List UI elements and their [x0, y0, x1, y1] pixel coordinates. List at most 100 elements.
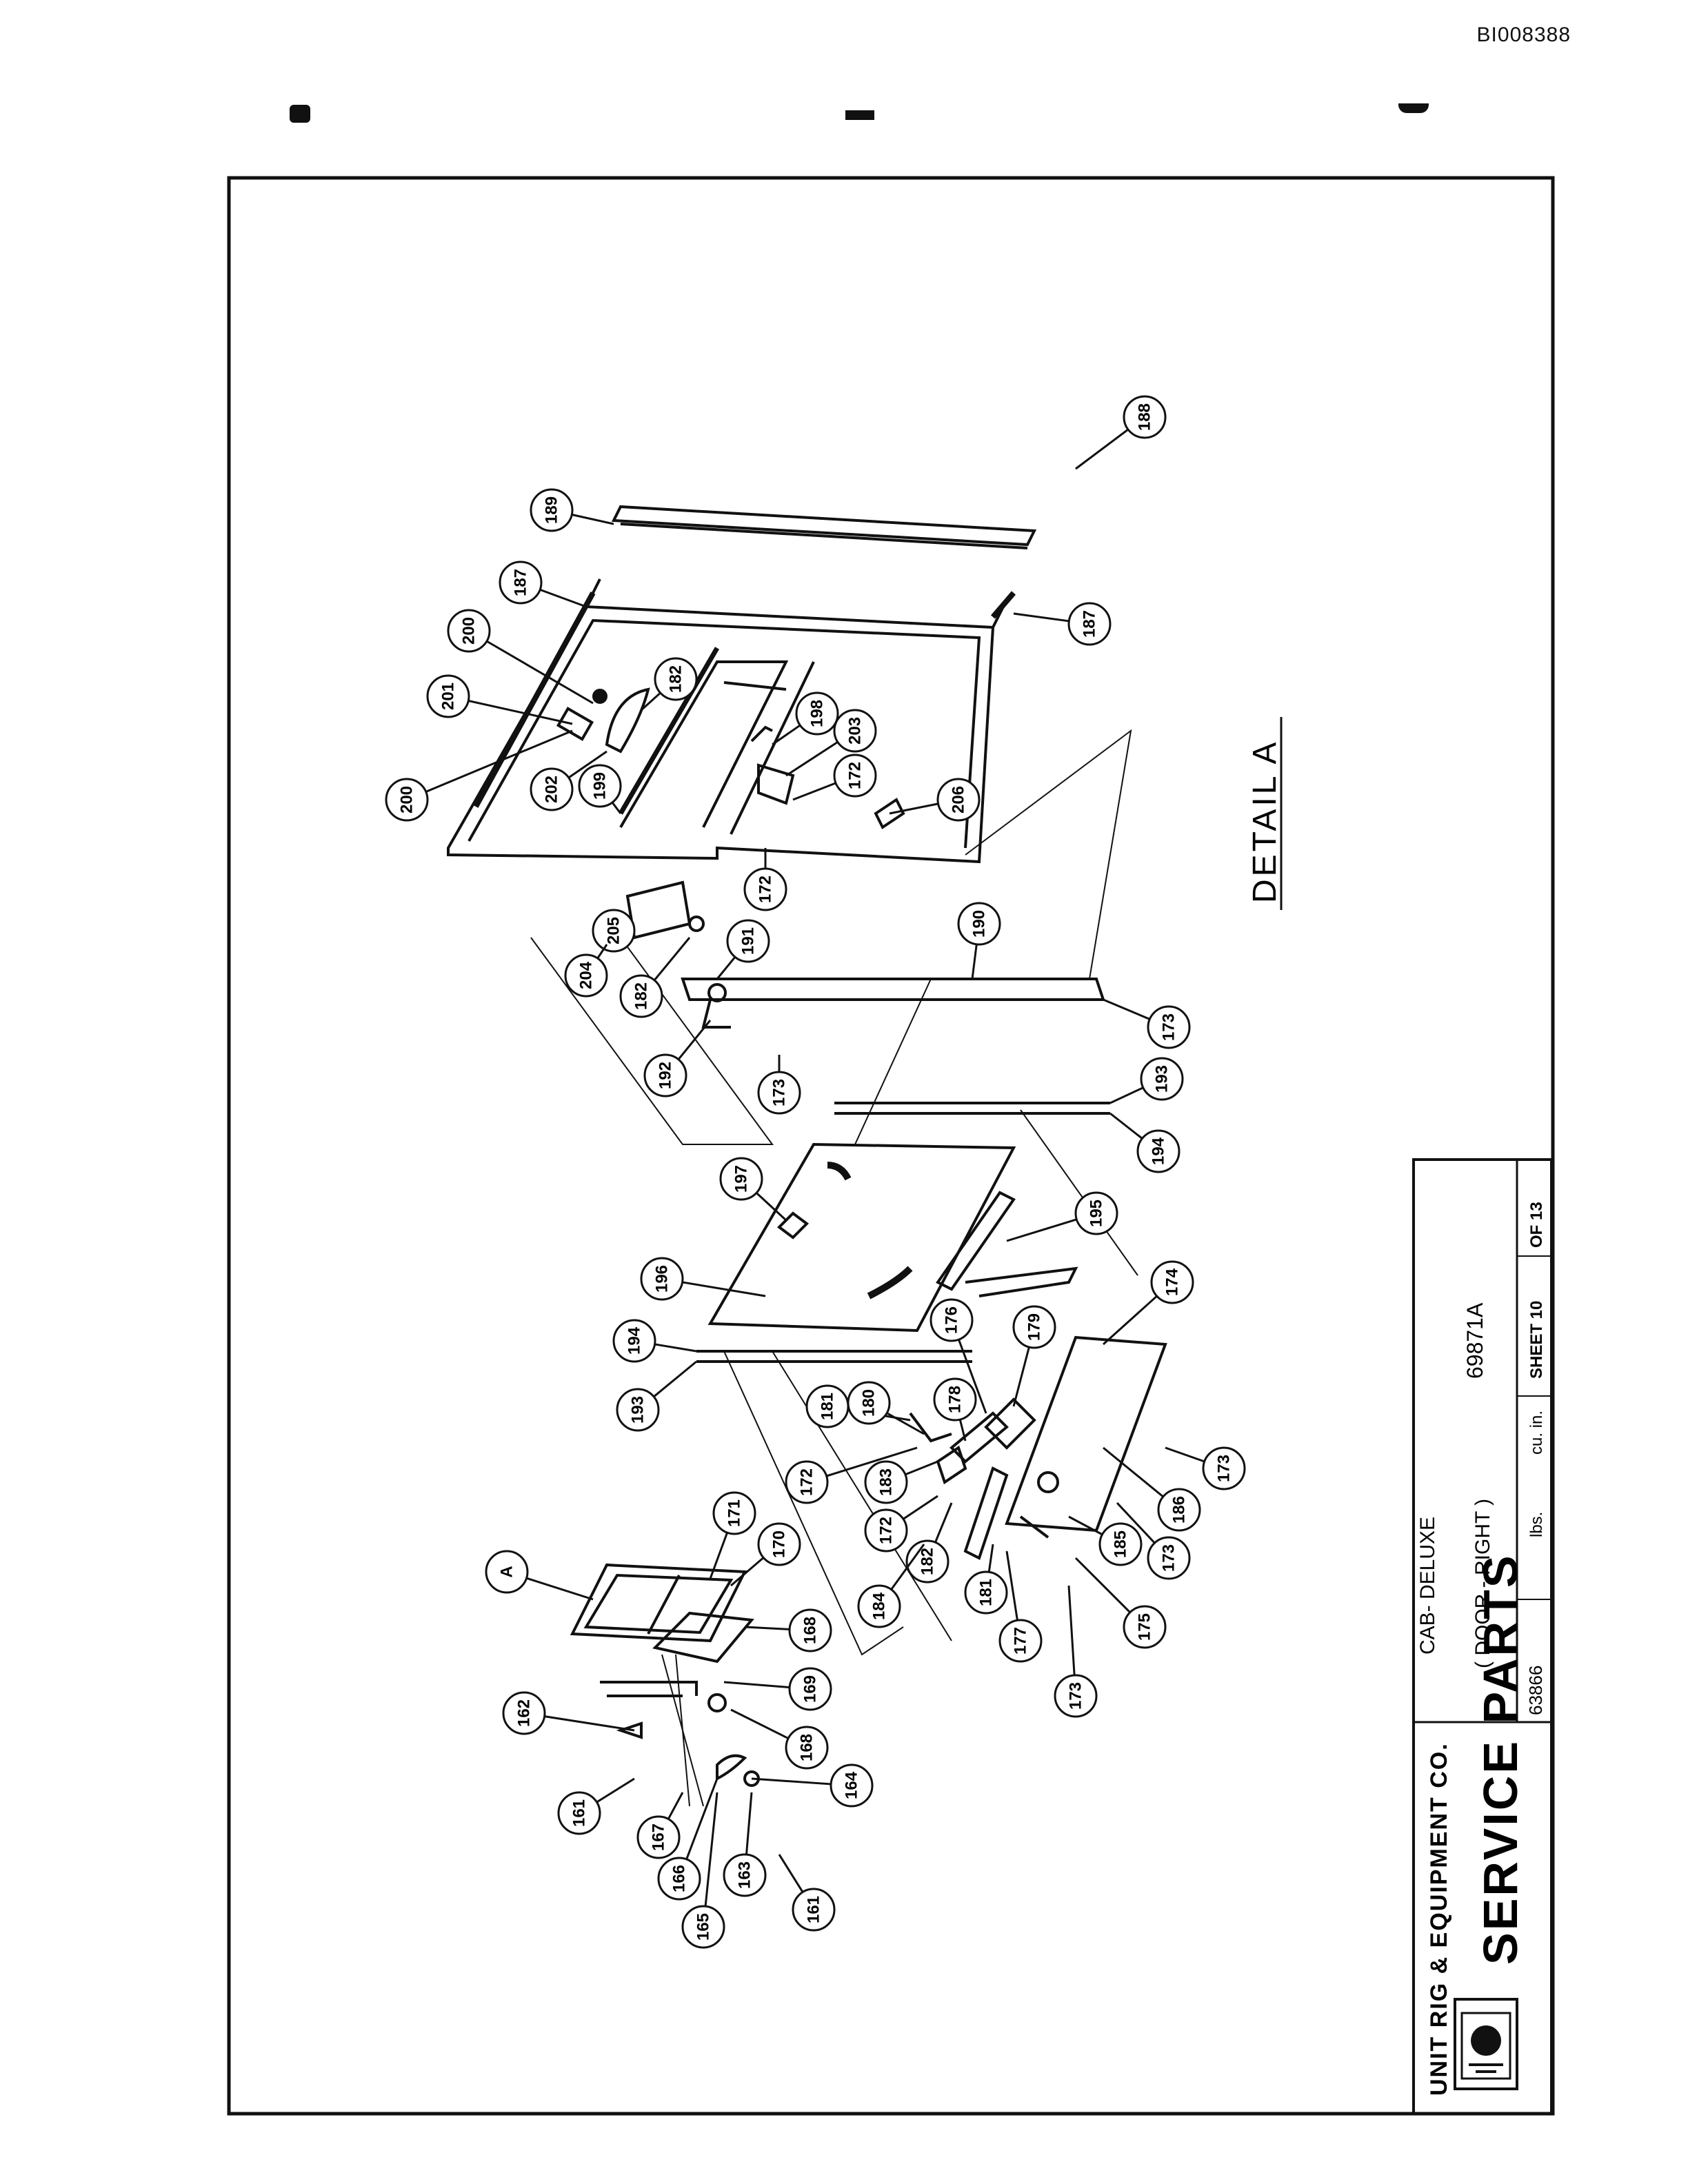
callout-181: 181 [964, 1544, 1008, 1615]
leader-line [1075, 428, 1129, 470]
callout-bubble [426, 674, 470, 718]
punch-mark-right [1398, 103, 1429, 113]
leader-line [539, 588, 587, 608]
callout-number: 197 [732, 1165, 751, 1193]
company-name: UNIT RIG & EQUIPMENT CO. [1426, 1742, 1452, 2096]
callout-bubble [1123, 395, 1167, 439]
callout-bubble [1054, 1674, 1098, 1718]
callout-number: 175 [1136, 1613, 1154, 1641]
door-assembly-drawing [447, 505, 1167, 1807]
callout-number: 173 [1160, 1544, 1178, 1572]
leader-line [1103, 998, 1150, 1020]
callout-number: 196 [653, 1265, 672, 1293]
callout-197: 197 [719, 1157, 787, 1222]
callout-number: 201 [439, 682, 458, 710]
callout-bubble [788, 1608, 832, 1652]
callout-bubble [833, 709, 877, 753]
leader-line [751, 1777, 832, 1786]
callout-number: 198 [808, 700, 827, 727]
callout-number: 166 [670, 1865, 689, 1892]
callout-172: 172 [785, 1446, 918, 1504]
callout-172: 172 [743, 848, 787, 911]
callout-192: 192 [643, 1020, 712, 1098]
document-id: BI008388 [1476, 23, 1571, 46]
leader-line [744, 1626, 790, 1630]
leader-line [730, 1557, 765, 1587]
leader-line [425, 729, 573, 793]
callout-number: 178 [946, 1386, 965, 1413]
callout-number: 172 [798, 1468, 816, 1496]
callout-bubble [1136, 1129, 1180, 1173]
detail-label: DETAIL A [1247, 740, 1283, 903]
leader-line [526, 1577, 594, 1601]
leader-line [971, 944, 978, 980]
callout-167: 167 [636, 1792, 684, 1859]
leader-line [653, 937, 691, 981]
callout-165: 165 [681, 1792, 725, 1949]
leader-line [571, 514, 614, 525]
leader-line [889, 802, 938, 815]
callout-number: 172 [846, 762, 865, 789]
callout-161: 161 [778, 1854, 836, 1932]
callout-number: 199 [591, 772, 610, 800]
part-number: 69871A [1463, 1302, 1487, 1379]
leader-line [1102, 1295, 1158, 1346]
sheet-number: SHEET 10 [1527, 1301, 1546, 1379]
leader-line [903, 1495, 938, 1520]
leader-line [745, 1792, 753, 1855]
leader-line [723, 1681, 790, 1689]
callout-number: 176 [943, 1306, 961, 1334]
callout-bubble [1123, 1605, 1167, 1649]
callout-179: 179 [1012, 1305, 1056, 1407]
callout-number: 182 [667, 665, 685, 693]
callout-bubble [1098, 1522, 1143, 1566]
callout-bubble [447, 609, 491, 653]
section-title: SERVICE PARTS [1474, 1553, 1527, 1965]
callout-number: 182 [918, 1548, 937, 1575]
callout-bubble [723, 1853, 767, 1897]
callout-bubble [1147, 1536, 1191, 1580]
leader-line [1013, 612, 1069, 623]
title-block: UNIT RIG & EQUIPMENT CO. SERVICE PARTS C… [1412, 1158, 1553, 2115]
callout-176: 176 [930, 1298, 987, 1414]
leader-line [654, 1343, 697, 1353]
leader-line [567, 750, 607, 779]
leader-line [640, 691, 661, 711]
callout-number: 187 [512, 569, 530, 596]
callout-number: 192 [656, 1062, 675, 1089]
leader-line [677, 1020, 712, 1060]
callout-bubble [864, 1460, 908, 1504]
callout-number: 167 [650, 1823, 668, 1851]
callout-196: 196 [640, 1257, 766, 1301]
callout-200: 200 [447, 609, 594, 705]
description-line-2: ( DOOR - RIGHT ) [1471, 1499, 1494, 1668]
callout-bubble [757, 1522, 801, 1566]
callout-number: 169 [801, 1675, 820, 1703]
callout-168: 168 [730, 1708, 829, 1770]
callout-182: 182 [905, 1502, 953, 1584]
callout-193: 193 [1109, 1057, 1184, 1104]
callout-number: 190 [970, 910, 989, 938]
leader-line [685, 1778, 719, 1860]
callout-168: 168 [744, 1608, 832, 1652]
callout-bubble [743, 867, 787, 911]
callout-number: 194 [1149, 1137, 1168, 1165]
leader-line [958, 1419, 967, 1442]
callout-199: 199 [578, 764, 622, 814]
callout-183: 183 [864, 1460, 938, 1504]
leader-line [611, 802, 622, 814]
callout-bubble [619, 974, 663, 1018]
callout-number: 200 [398, 786, 416, 813]
callout-175: 175 [1074, 1557, 1167, 1649]
description-line-1: CAB- DELUXE [1416, 1517, 1439, 1655]
callout-number: 180 [860, 1389, 878, 1417]
callout-bubble [530, 488, 574, 532]
callout-bubble [1147, 1005, 1191, 1049]
callout-number: 173 [1160, 1013, 1178, 1041]
callout-number: 173 [770, 1079, 789, 1106]
callout-bubble [499, 560, 543, 605]
callout-bubble [785, 1726, 829, 1770]
callout-205: 205 [592, 909, 636, 953]
